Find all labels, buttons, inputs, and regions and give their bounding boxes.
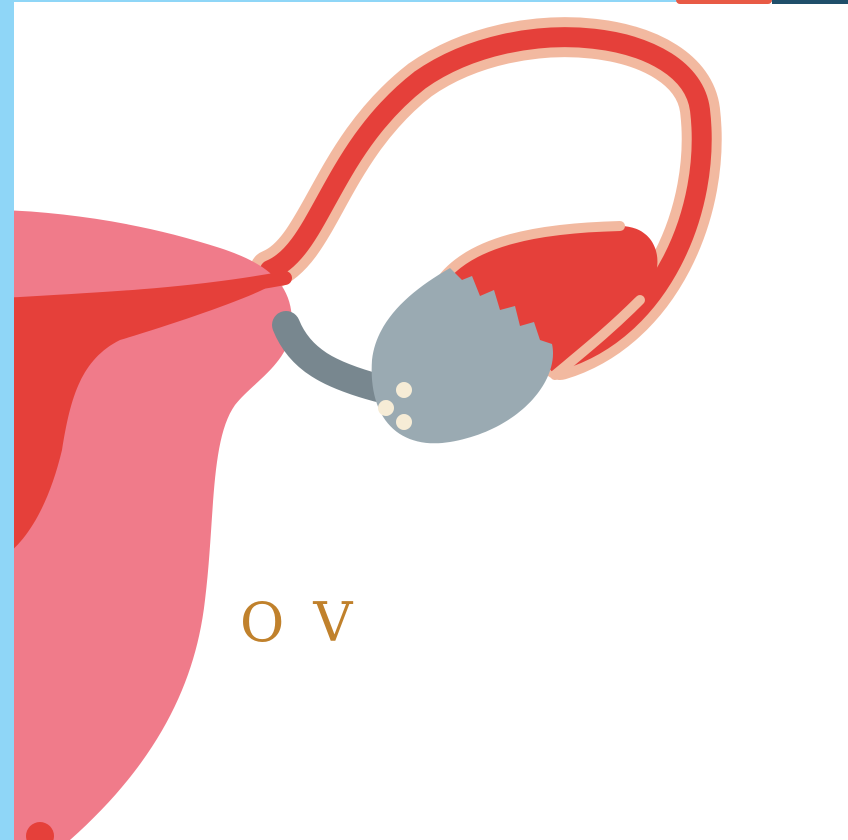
egg bbox=[396, 382, 412, 398]
egg bbox=[378, 400, 394, 416]
top-accent-dark bbox=[772, 0, 848, 4]
ovarian-ligament bbox=[286, 325, 378, 388]
top-accent-red bbox=[676, 0, 772, 4]
diagram-label: O V bbox=[240, 596, 358, 650]
left-frame-border bbox=[0, 0, 14, 840]
egg bbox=[396, 414, 412, 430]
